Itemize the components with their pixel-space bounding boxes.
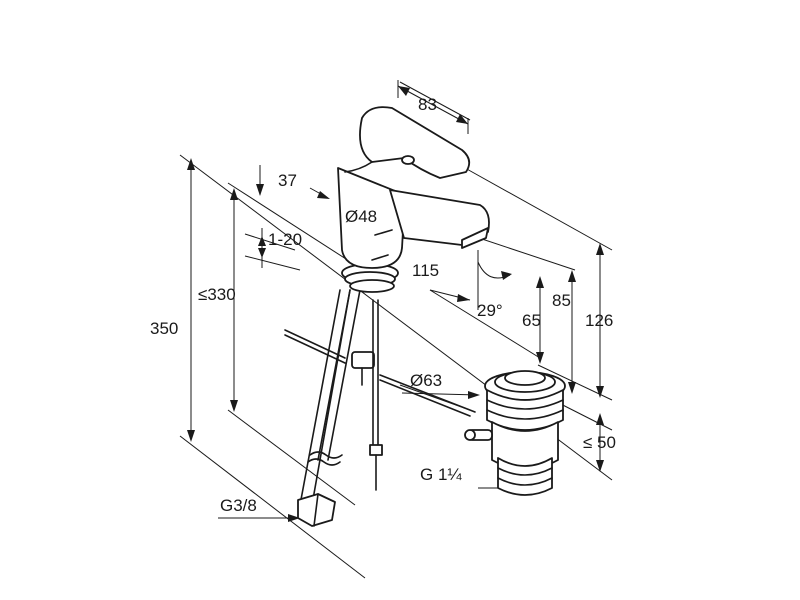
waste-valve [464,370,566,496]
label-spout-reach: 115 [412,261,439,280]
faucet [337,106,490,293]
popup-rod [284,299,476,491]
label-spout-diameter: Ø48 [345,207,377,226]
label-height-85: 85 [552,291,571,310]
label-max-height: ≤330 [198,285,236,304]
label-height-65: 65 [522,311,541,330]
label-waste-diameter: Ø63 [410,371,442,390]
label-total-height: 350 [150,319,178,338]
supply-hoses [297,289,361,527]
label-lever-width: 83 [418,95,437,114]
label-lever-angle: 29° [477,301,503,320]
label-waste-thread: G 1¼ [420,465,462,484]
label-hose-thread: G3/8 [220,496,257,515]
label-height-126: 126 [585,311,613,330]
label-waste-depth: ≤ 50 [583,433,616,452]
dimension-labels: 83 37 Ø48 1-20 115 29° ≤330 350 65 85 12… [150,95,616,515]
dimension-lines [187,80,604,522]
label-deck-thickness: 1-20 [268,230,302,249]
label-spout-offset: 37 [278,171,297,190]
